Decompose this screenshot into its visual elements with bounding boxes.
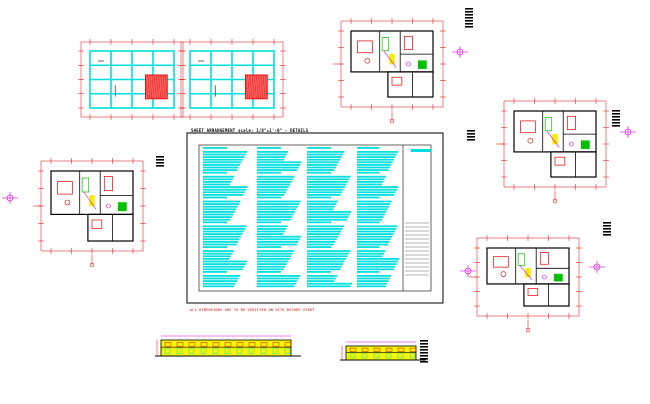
elevation-icon bbox=[340, 341, 426, 361]
legend-icon bbox=[156, 156, 164, 167]
legend-icon bbox=[420, 340, 428, 363]
floor-plan-icon bbox=[333, 18, 446, 124]
legend-icon bbox=[465, 8, 473, 28]
elevation-icon bbox=[155, 335, 301, 357]
grid-plan-icon bbox=[78, 39, 186, 120]
sheet-note: ALL DIMENSIONS ARE TO BE VERIFIED ON SIT… bbox=[190, 308, 315, 312]
legend-icon bbox=[603, 222, 611, 236]
north-arrow-icon bbox=[2, 192, 18, 204]
grid-plan-icon bbox=[178, 39, 286, 120]
spec-sheet-icon bbox=[186, 132, 444, 304]
north-arrow-icon bbox=[452, 46, 468, 58]
floor-plan-icon bbox=[33, 158, 146, 268]
legend-icon bbox=[612, 110, 620, 127]
north-arrow-icon bbox=[589, 261, 605, 273]
legend-icon bbox=[467, 130, 475, 141]
north-arrow-icon bbox=[460, 265, 476, 277]
north-arrow-icon bbox=[620, 126, 636, 138]
floor-plan-icon bbox=[496, 98, 609, 204]
sheet-title: SHEET ARRANGEMENT scale: 1/8"=1'-0" - DE… bbox=[191, 128, 309, 133]
floor-plan-icon bbox=[469, 235, 582, 333]
